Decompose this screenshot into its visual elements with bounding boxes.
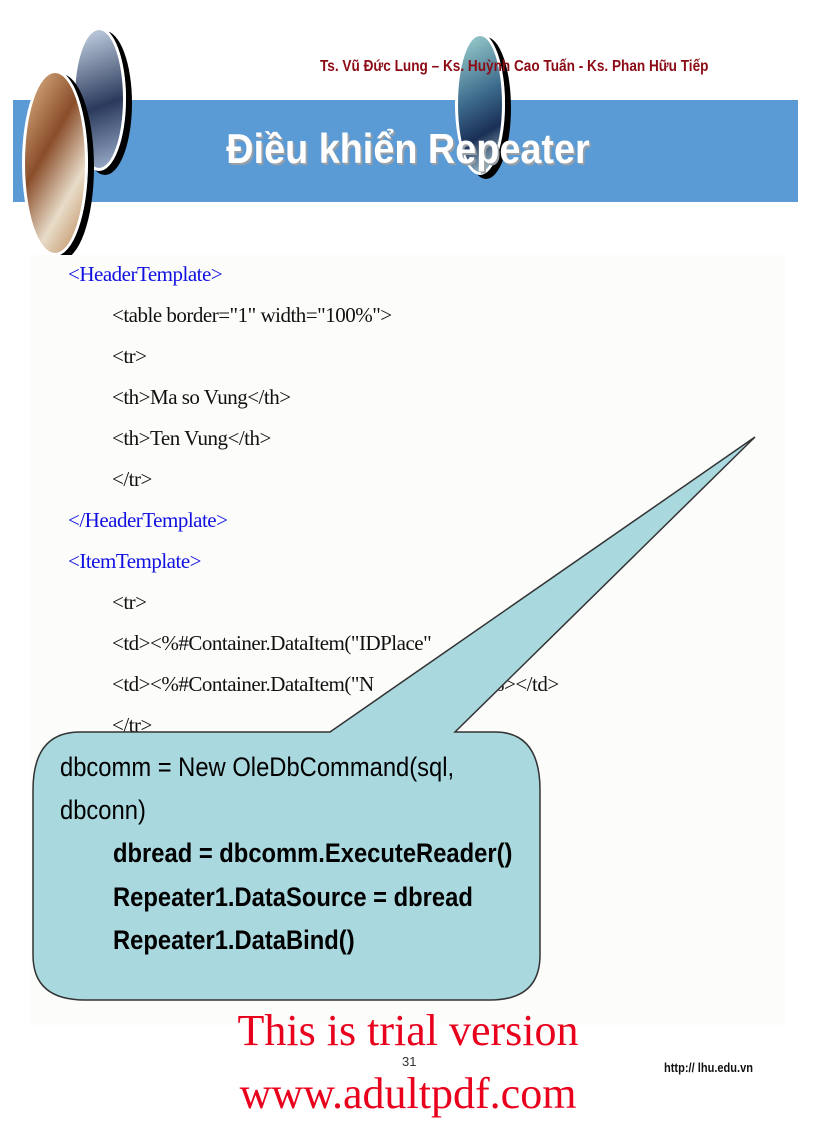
footer-url[interactable]: http:// lhu.edu.vn [664,1060,754,1075]
code-line: <th>Ma so Vung</th> [112,385,291,409]
code-line: <table border="1" width="100%"> [112,303,392,327]
callout-line: dbcomm = New OleDbCommand(sql, [60,752,455,782]
code-line: <HeaderTemplate> [68,262,223,286]
code-line: </tr> [112,467,152,491]
callout-line: dbread = dbcomm.ExecuteReader() [113,838,513,868]
code-line: <tr> [112,590,147,614]
callout-line: dbconn) [60,795,146,825]
page-number: 31 [402,1054,417,1069]
callout-line: Repeater1.DataBind() [113,925,355,955]
code-line: <th>Ten Vung</th> [112,426,271,450]
photo-businessman [455,33,505,175]
title-band [13,100,798,202]
callout-shape [32,436,756,1001]
code-line: <ItemTemplate> [68,549,202,573]
callout-line: Repeater1.DataSource = dbread [113,882,473,912]
code-line: <tr> [112,344,147,368]
watermark-line1: This is trial version [237,1006,579,1055]
page-title: Điều khiển Repeater [226,125,590,172]
code-line: <td><%#Container.DataItem("N [112,672,374,696]
watermark-line2[interactable]: www.adultpdf.com [239,1069,577,1118]
authors: Ts. Vũ Đức Lung – Ks. Huỳnh Cao Tuấn - K… [320,58,709,75]
code-line: </HeaderTemplate> [68,508,228,532]
code-line: <td><%#Container.DataItem("IDPlace" [112,631,432,655]
photo-people [22,70,88,256]
